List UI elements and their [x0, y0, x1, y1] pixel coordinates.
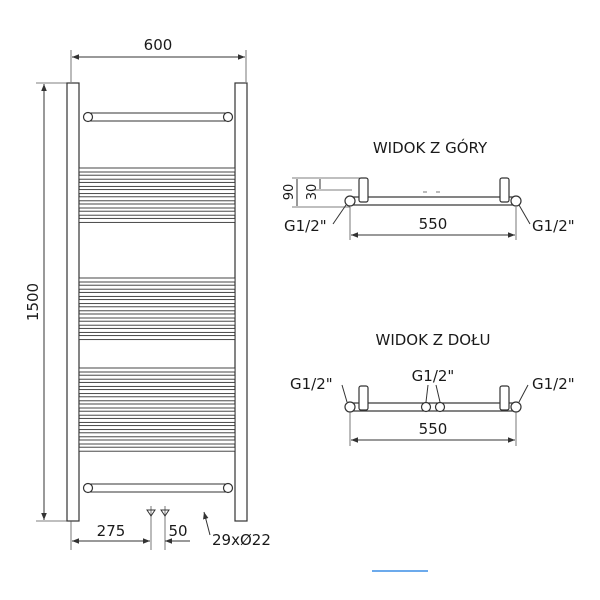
horizontal-tube: [78, 425, 236, 431]
horizontal-tube: [78, 181, 236, 187]
horizontal-tubes: [78, 167, 236, 452]
bottom-left-connector-label: G1/2": [290, 375, 333, 393]
bottom-view-title: WIDOK Z DOŁU: [375, 331, 490, 349]
top-view-body: [349, 196, 517, 206]
horizontal-tube: [78, 410, 236, 416]
bottom-right-bracket: [499, 385, 510, 411]
horizontal-tube: [78, 389, 236, 395]
horizontal-tube: [78, 432, 236, 438]
bottom-center-connector-1: [420, 401, 432, 413]
bottom-view: WIDOK Z DOŁU G1/2" G1/2" G1/2" 550: [290, 331, 575, 446]
horizontal-tube: [78, 335, 236, 341]
horizontal-tube: [78, 367, 236, 373]
bottom-left-leader: [341, 384, 348, 403]
top-left-bracket: [358, 177, 369, 203]
height-label: 1500: [24, 283, 42, 321]
horizontal-tube: [78, 446, 236, 452]
horizontal-tube: [78, 174, 236, 180]
depth-label-30: 30: [305, 184, 320, 201]
bottom-right-connector: [510, 401, 522, 413]
tube-leader: [203, 511, 211, 536]
horizontal-tube: [78, 396, 236, 402]
bottom-center-connector-2: [434, 401, 446, 413]
spacing-label: 50: [168, 522, 187, 540]
horizontal-tube: [78, 313, 236, 319]
bottom-view-body: [349, 402, 517, 412]
top-left-connector: [344, 195, 356, 207]
top-right-connector: [510, 195, 522, 207]
right-collector: [234, 82, 248, 522]
horizontal-tube: [78, 439, 236, 445]
top-right-leader: [518, 204, 531, 225]
top-view-width-label: 550: [419, 215, 448, 233]
horizontal-tube: [78, 196, 236, 202]
bottom-bracket: [82, 482, 234, 494]
horizontal-tube: [78, 320, 236, 326]
bottom-center-connector-label: G1/2": [412, 367, 455, 385]
bottom-center-leader-1: [425, 384, 429, 403]
horizontal-tube: [78, 284, 236, 290]
top-left-leader: [332, 204, 347, 225]
horizontal-tube: [78, 167, 236, 173]
top-bracket: [82, 111, 234, 123]
top-view-title: WIDOK Z GÓRY: [373, 138, 488, 157]
bottom-view-width-label: 550: [419, 420, 448, 438]
left-collector: [66, 82, 80, 522]
bottom-left-bracket: [358, 385, 369, 411]
horizontal-tube: [78, 327, 236, 333]
top-left-connector-label: G1/2": [284, 217, 327, 235]
width-label: 600: [144, 36, 173, 54]
top-right-bracket: [499, 177, 510, 203]
horizontal-tube: [78, 203, 236, 209]
bottom-right-connector-label: G1/2": [532, 375, 575, 393]
horizontal-tube: [78, 217, 236, 223]
bottom-right-leader: [518, 384, 529, 403]
bottom-center-leader-2: [435, 384, 441, 403]
horizontal-tube: [78, 277, 236, 283]
top-right-connector-label: G1/2": [532, 217, 575, 235]
bottom-left-connector: [344, 401, 356, 413]
depth-label-90: 90: [282, 184, 297, 201]
horizontal-tube: [78, 299, 236, 305]
horizontal-tube: [78, 291, 236, 297]
tube-label: 29xØ22: [212, 531, 271, 549]
center-connectors: [146, 506, 170, 550]
horizontal-tube: [78, 210, 236, 216]
horizontal-tube: [78, 403, 236, 409]
top-view: WIDOK Z GÓRY 90 30 G1/2" G1/2" 550: [282, 138, 575, 240]
horizontal-tube: [78, 189, 236, 195]
front-view: 600 1500: [24, 36, 271, 550]
offset-label: 275: [97, 522, 126, 540]
horizontal-tube: [78, 306, 236, 312]
horizontal-tube: [78, 381, 236, 387]
horizontal-tube: [78, 374, 236, 380]
horizontal-tube: [78, 417, 236, 423]
